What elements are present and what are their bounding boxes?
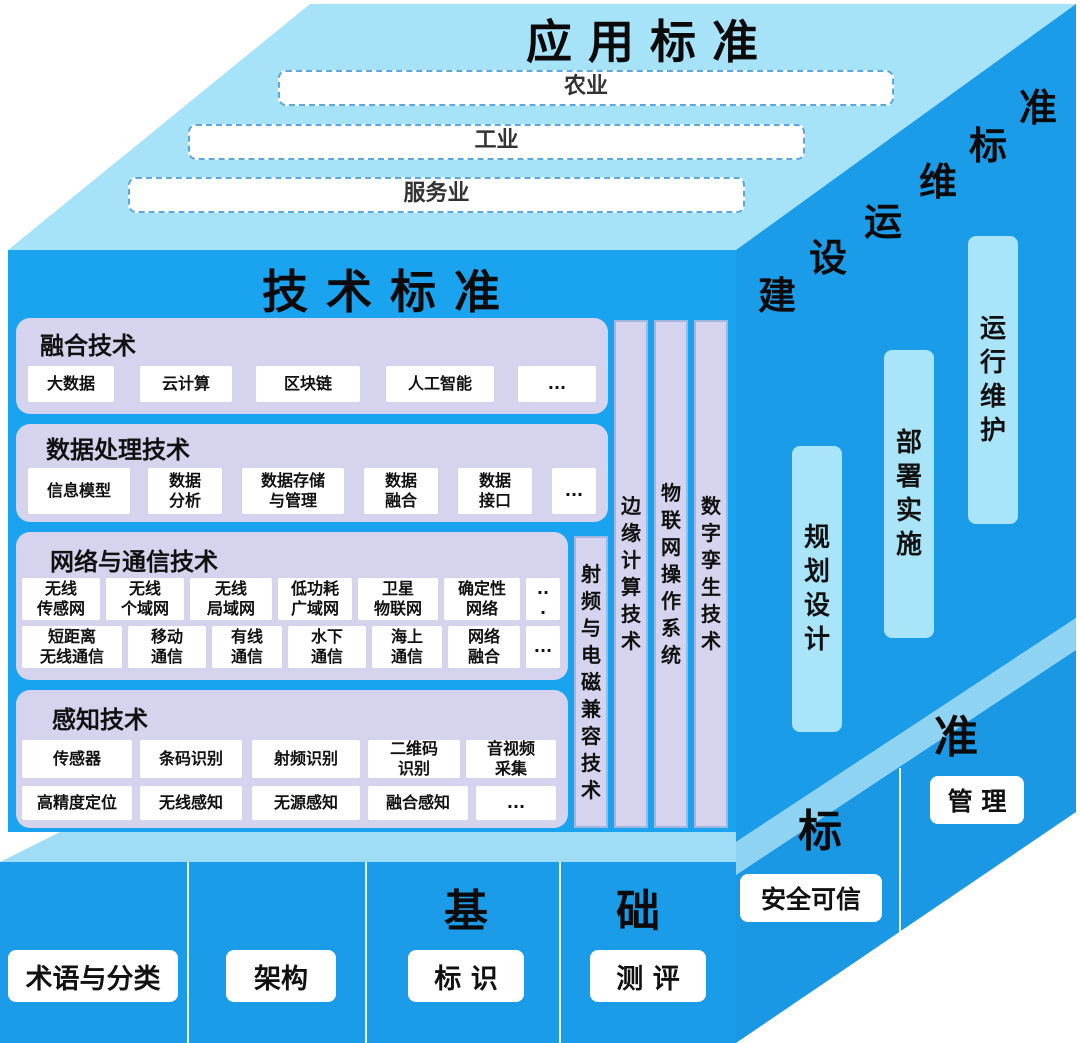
base-item-terminology: 术语与分类 — [8, 950, 178, 1002]
base-right-face — [736, 650, 1076, 1043]
network-item: 移动 通信 — [128, 626, 206, 668]
planning-design-label: 规 划 设 计 — [803, 523, 830, 655]
fusion-item: ... — [518, 366, 596, 402]
data-processing-item: 信息模型 — [28, 468, 130, 514]
side-title-char: 运 — [863, 200, 902, 244]
network-item: 有线 通信 — [212, 626, 282, 668]
data-processing-item: 数据存储 与管理 — [242, 468, 344, 514]
base-title-char: 基 — [444, 886, 488, 937]
base-title-char: 础 — [616, 886, 660, 937]
iot-os-column: 物 联 网 操 作 系 统 — [654, 320, 688, 828]
side-title-char: 维 — [918, 160, 957, 204]
deployment-bar: 部 署 实 施 — [884, 350, 934, 638]
operation-maintenance-bar: 运 行 维 护 — [968, 236, 1018, 524]
base-right-strip — [736, 618, 1076, 875]
network-item: 短距离 无线通信 — [22, 626, 122, 668]
data-processing-title: 数据处理技术 — [46, 436, 190, 464]
data-processing-item: 数据 接口 — [458, 468, 532, 514]
network-item: 无线 个域网 — [106, 578, 184, 620]
sensing-item: 传感器 — [22, 740, 132, 778]
network-item: 确定性 网络 — [444, 578, 520, 620]
sensing-item: 音视频 采集 — [466, 739, 556, 778]
fusion-item: 区块链 — [256, 366, 360, 402]
operation-maintenance-label: 运 行 维 护 — [979, 314, 1006, 446]
network-item: 卫星 物联网 — [358, 578, 438, 620]
base-title-char: 准 — [934, 712, 978, 763]
base-item-architecture: 架构 — [226, 950, 336, 1002]
top-bar-industry: 工业 — [188, 124, 805, 160]
sensing-item: 无线感知 — [140, 786, 242, 820]
network-item: 无线 传感网 — [22, 578, 100, 620]
network-item: 水下 通信 — [288, 626, 366, 668]
sensing-item: ... — [476, 786, 556, 820]
sensing-item: 条码识别 — [140, 740, 242, 778]
rf-emc-column: 射 频 与 电 磁 兼 容 技 术 — [574, 536, 608, 828]
base-item-evaluation: 测 评 — [590, 950, 706, 1002]
network-item: ... — [526, 626, 560, 668]
network-item: 网络 融合 — [448, 626, 520, 668]
network-title: 网络与通信技术 — [50, 548, 218, 576]
network-item: 海上 通信 — [372, 626, 442, 668]
network-item: 低功耗 广域网 — [278, 578, 352, 620]
base-title-char: 标 — [798, 806, 842, 857]
sensing-item: 射频识别 — [252, 740, 360, 778]
side-title-char: 建 — [757, 274, 796, 318]
network-item: 无线 局域网 — [190, 578, 272, 620]
side-title-char: 标 — [968, 124, 1007, 168]
top-bar-agriculture: 农业 — [278, 70, 894, 106]
side-title-char: 准 — [1018, 86, 1057, 130]
data-processing-item: ... — [552, 468, 596, 514]
base-item-management: 管 理 — [930, 776, 1024, 824]
rf-emc-label: 射 频 与 电 磁 兼 容 技 术 — [581, 561, 601, 802]
fusion-item: 人工智能 — [386, 366, 494, 402]
base-item-security: 安全可信 — [740, 874, 882, 922]
planning-design-bar: 规 划 设 计 — [792, 446, 842, 732]
sensing-item: 高精度定位 — [22, 786, 132, 820]
sensing-item: 融合感知 — [368, 786, 468, 820]
digital-twin-column: 数 字 孪 生 技 术 — [694, 320, 728, 828]
application-standard-title: 应用标准 — [526, 15, 774, 69]
sensing-item: 无源感知 — [252, 786, 360, 820]
edge-computing-column: 边 缘 计 算 技 术 — [614, 320, 648, 828]
base-item-identification: 标 识 — [408, 950, 524, 1002]
top-bar-service: 服务业 — [128, 177, 745, 213]
network-item: .. . — [526, 578, 560, 620]
edge-computing-label: 边 缘 计 算 技 术 — [621, 494, 641, 653]
sensing-title: 感知技术 — [52, 706, 148, 734]
fusion-tech-title: 融合技术 — [40, 332, 136, 360]
iot-os-label: 物 联 网 操 作 系 统 — [661, 480, 681, 667]
fusion-item: 大数据 — [28, 366, 114, 402]
data-processing-item: 数据 分析 — [148, 468, 222, 514]
side-title-char: 设 — [808, 236, 847, 280]
deployment-label: 部 署 实 施 — [895, 428, 922, 560]
technology-standard-title: 技术标准 — [262, 265, 518, 319]
base-top-strip — [0, 832, 736, 862]
data-processing-item: 数据 融合 — [364, 468, 438, 514]
fusion-item: 云计算 — [140, 366, 232, 402]
digital-twin-label: 数 字 孪 生 技 术 — [701, 494, 721, 653]
sensing-item: 二维码 识别 — [368, 739, 460, 778]
